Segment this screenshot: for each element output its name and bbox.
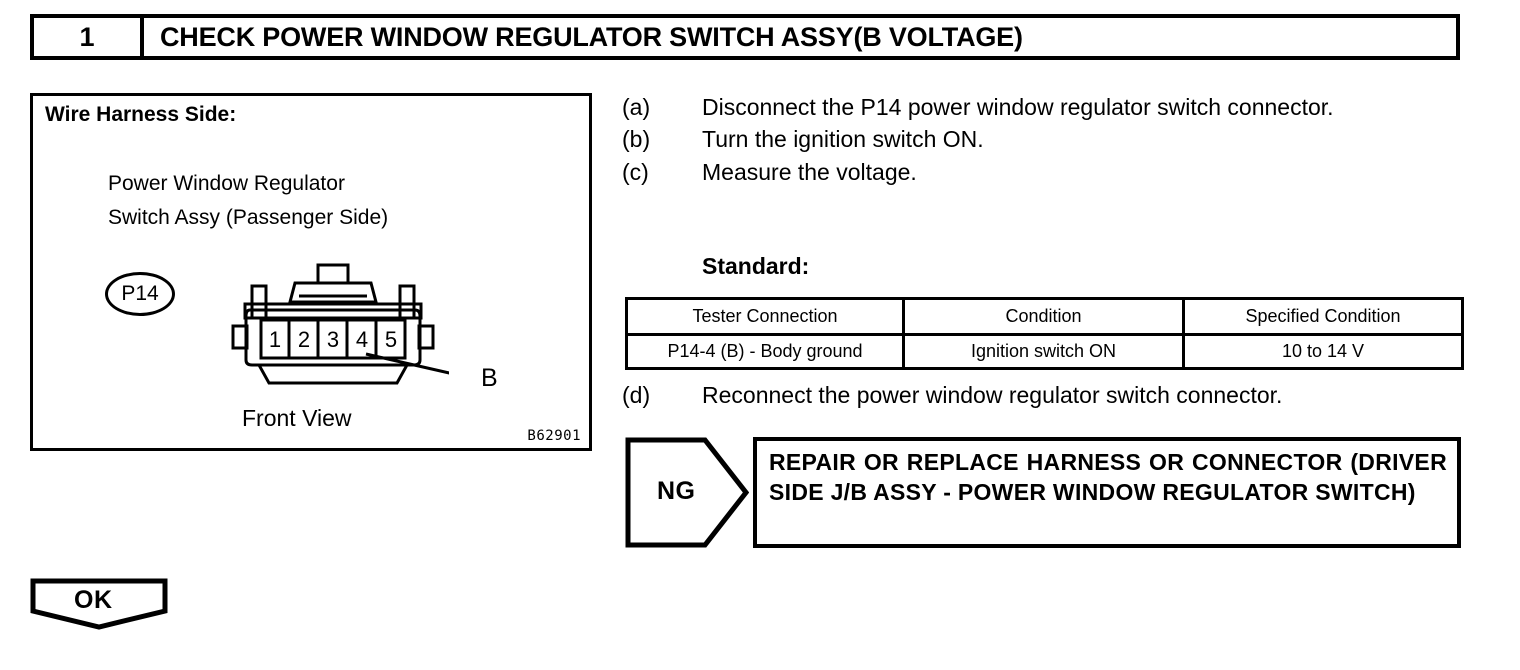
- step-text-a: Disconnect the P14 power window regulato…: [702, 94, 1334, 120]
- pin-callout-label: B: [481, 364, 498, 392]
- step-text-c: Measure the voltage.: [702, 158, 917, 185]
- cell-specified-condition: 10 to 14 V: [1182, 333, 1464, 370]
- cell-tester-connection: P14-4 (B) - Body ground: [625, 333, 905, 370]
- step-text-d: Reconnect the power window regulator swi…: [702, 382, 1283, 408]
- figure-code: B62901: [527, 428, 581, 444]
- step-header-bar: 1 CHECK POWER WINDOW REGULATOR SWITCH AS…: [30, 14, 1460, 60]
- step-title: CHECK POWER WINDOW REGULATOR SWITCH ASSY…: [160, 21, 1023, 52]
- standard-label: Standard:: [702, 253, 810, 279]
- standard-specification-table: Tester Connection Condition Specified Co…: [625, 297, 1464, 370]
- ok-result-badge: OK: [30, 578, 168, 630]
- column-header-tester-connection: Tester Connection: [625, 297, 905, 336]
- column-header-specified-condition: Specified Condition: [1182, 297, 1464, 336]
- step-marker-b: (b): [622, 126, 651, 153]
- step-number: 1: [34, 18, 144, 56]
- cell-condition: Ignition switch ON: [902, 333, 1185, 370]
- connector-front-view-icon: 1 2 3 4 5: [231, 263, 449, 385]
- procedure-step-b: (b) Turn the ignition switch ON.: [622, 124, 1467, 154]
- connector-id-label: P14: [121, 282, 159, 305]
- figure-heading: Wire Harness Side:: [45, 103, 237, 126]
- step-text-b: Turn the ignition switch ON.: [702, 126, 984, 153]
- pin-number-1: 1: [269, 327, 281, 352]
- ng-result-block: NG REPAIR OR REPLACE HARNESS OR CONNECTO…: [625, 437, 1461, 548]
- pin-number-2: 2: [298, 327, 310, 352]
- figure-caption-line-2: Switch Assy (Passenger Side): [108, 206, 389, 229]
- front-view-label: Front View: [242, 405, 352, 431]
- ng-label: NG: [657, 477, 696, 505]
- pin-callout-leader-line: [365, 352, 449, 375]
- column-header-condition: Condition: [902, 297, 1185, 336]
- ok-badge-shape: [30, 578, 168, 630]
- step-marker-d: (d): [622, 382, 651, 408]
- ng-action-box: REPAIR OR REPLACE HARNESS OR CONNECTOR (…: [753, 437, 1461, 548]
- wire-harness-figure-panel: Wire Harness Side: Power Window Regulato…: [30, 93, 592, 451]
- step-marker-a: (a): [622, 94, 651, 120]
- connector-id-badge: P14: [105, 272, 175, 316]
- procedure-step-d: (d) Reconnect the power window regulator…: [622, 380, 1467, 410]
- pin-number-5: 5: [385, 327, 397, 352]
- ng-action-text: REPAIR OR REPLACE HARNESS OR CONNECTOR (…: [769, 449, 1447, 506]
- procedure-step-c: (c) Measure the voltage.: [622, 157, 1467, 187]
- procedure-steps-list: (a) Disconnect the P14 power window regu…: [622, 92, 1467, 189]
- table-header-row: Tester Connection Condition Specified Co…: [625, 297, 1464, 336]
- ng-arrow-shape: [625, 437, 749, 548]
- step-marker-c: (c): [622, 158, 649, 185]
- ok-label: OK: [74, 586, 113, 614]
- figure-caption-line-1: Power Window Regulator: [108, 172, 345, 195]
- table-row: P14-4 (B) - Body ground Ignition switch …: [625, 333, 1464, 370]
- procedure-step-a: (a) Disconnect the P14 power window regu…: [622, 92, 1467, 122]
- pin-number-3: 3: [327, 327, 339, 352]
- pin-number-4: 4: [356, 327, 368, 352]
